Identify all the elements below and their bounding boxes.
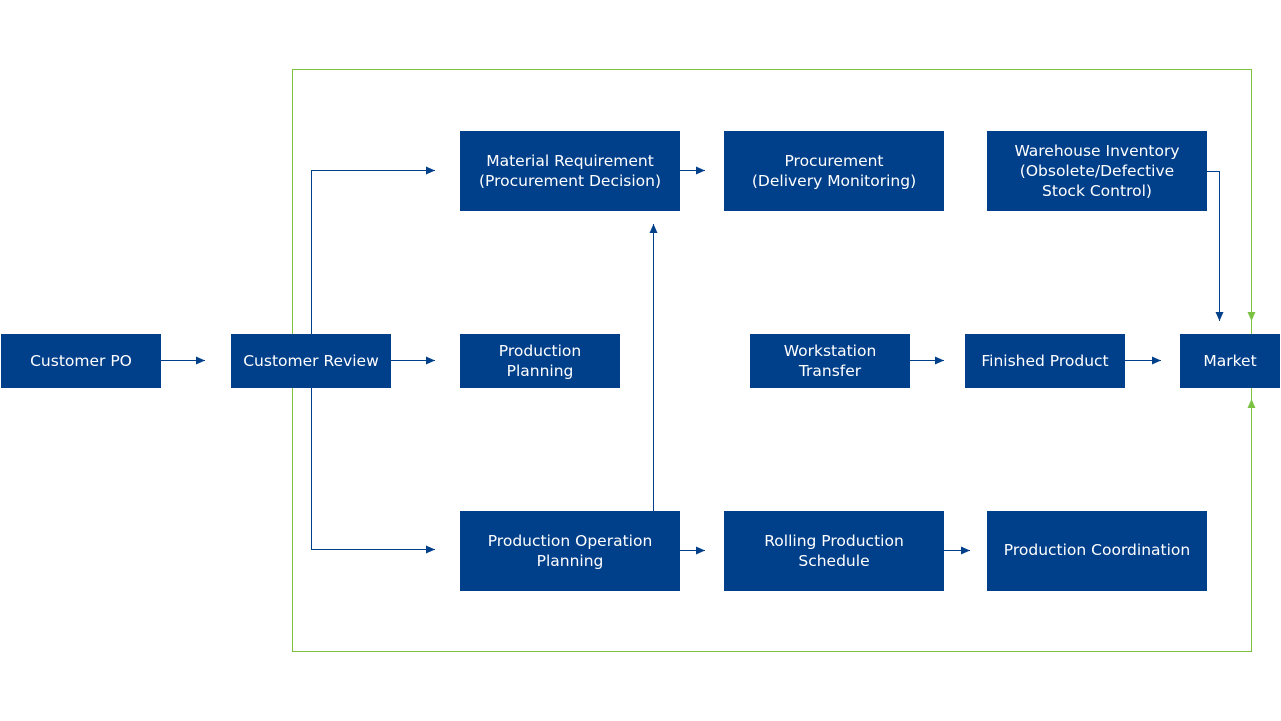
procurement-box: Procurement (Delivery Monitoring) [724, 131, 944, 211]
material-requirement-box: Material Requirement (Procurement Decisi… [460, 131, 680, 211]
warehouse-to-market-arrow [1207, 171, 1224, 321]
review-to-operation-arrow [311, 388, 435, 554]
review-to-material-arrow [311, 166, 435, 334]
production-operation-planning-box: Production Operation Planning [460, 511, 680, 591]
customer-po-box: Customer PO [1, 334, 161, 388]
production-coordination-box: Production Coordination [987, 511, 1207, 591]
customer-review-box: Customer Review [231, 334, 391, 388]
finished-product-box: Finished Product [965, 334, 1125, 388]
warehouse-inventory-box: Warehouse Inventory (Obsolete/Defective … [987, 131, 1207, 211]
market-box: Market [1180, 334, 1280, 388]
workstation-transfer-box: Workstation Transfer [750, 334, 910, 388]
rolling-production-schedule-box: Rolling Production Schedule [724, 511, 944, 591]
production-planning-box: Production Planning [460, 334, 620, 388]
